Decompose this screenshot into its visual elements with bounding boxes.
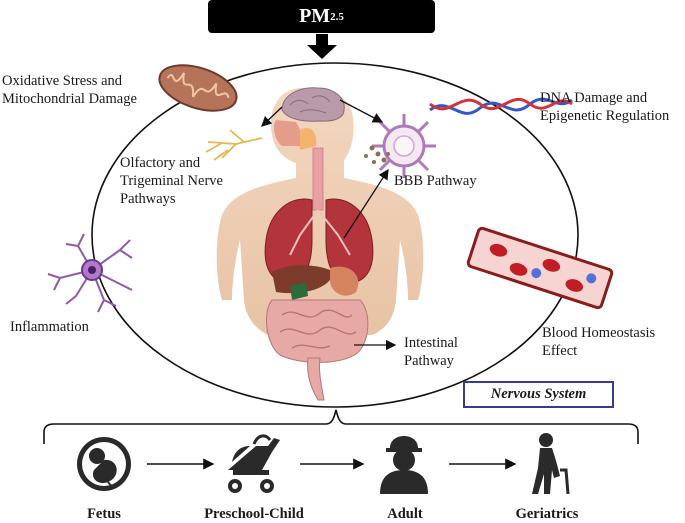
label-bbb-pathway: BBB Pathway (394, 173, 477, 189)
arrow-lung-to-bbb (343, 168, 389, 239)
label-dna-damage: DNA Damage and Epigenetic Regulation (540, 90, 670, 124)
down-arrow-icon (307, 34, 337, 59)
nervous-system-box: Nervous System (463, 381, 614, 408)
curly-brace (43, 409, 639, 444)
label-olfactory-pathways: Olfactory and Trigeminal Nerve Pathways (120, 155, 223, 207)
arrow-brain-to-nerve (261, 106, 283, 127)
fetus-icon (77, 437, 131, 491)
stage-adult: Adult (387, 506, 423, 522)
bbb-cell-icon (364, 114, 436, 178)
label-blood-homeostasis: Blood Homeostasis Effect (542, 325, 656, 359)
outer-ellipse (91, 62, 579, 408)
title-main: PM (299, 5, 331, 27)
label-inflammation: Inflammation (10, 319, 89, 335)
dna-helix-icon (429, 97, 573, 115)
nerve-icon (205, 129, 263, 161)
stage-geriatrics: Geriatrics (515, 506, 579, 522)
blood-vessel-icon (466, 226, 614, 310)
title-subscript: 2.5 (330, 10, 344, 23)
mitochondrion-icon (158, 64, 238, 112)
human-body-illustration (216, 87, 424, 401)
neuron-icon (47, 233, 133, 313)
arrow-brain-to-bbb (339, 99, 384, 123)
stage-fetus: Fetus (87, 506, 121, 522)
label-intestinal-pathway: Intestinal Pathway (404, 335, 458, 369)
label-oxidative-stress: Oxidative Stress and Mitochondrial Damag… (2, 73, 137, 107)
stage-preschool-child: Preschool-Child (204, 506, 304, 522)
elderly-person-icon (532, 433, 570, 495)
nervous-system-label: Nervous System (490, 386, 587, 402)
stroller-icon (228, 434, 280, 493)
construction-worker-icon (380, 436, 428, 494)
